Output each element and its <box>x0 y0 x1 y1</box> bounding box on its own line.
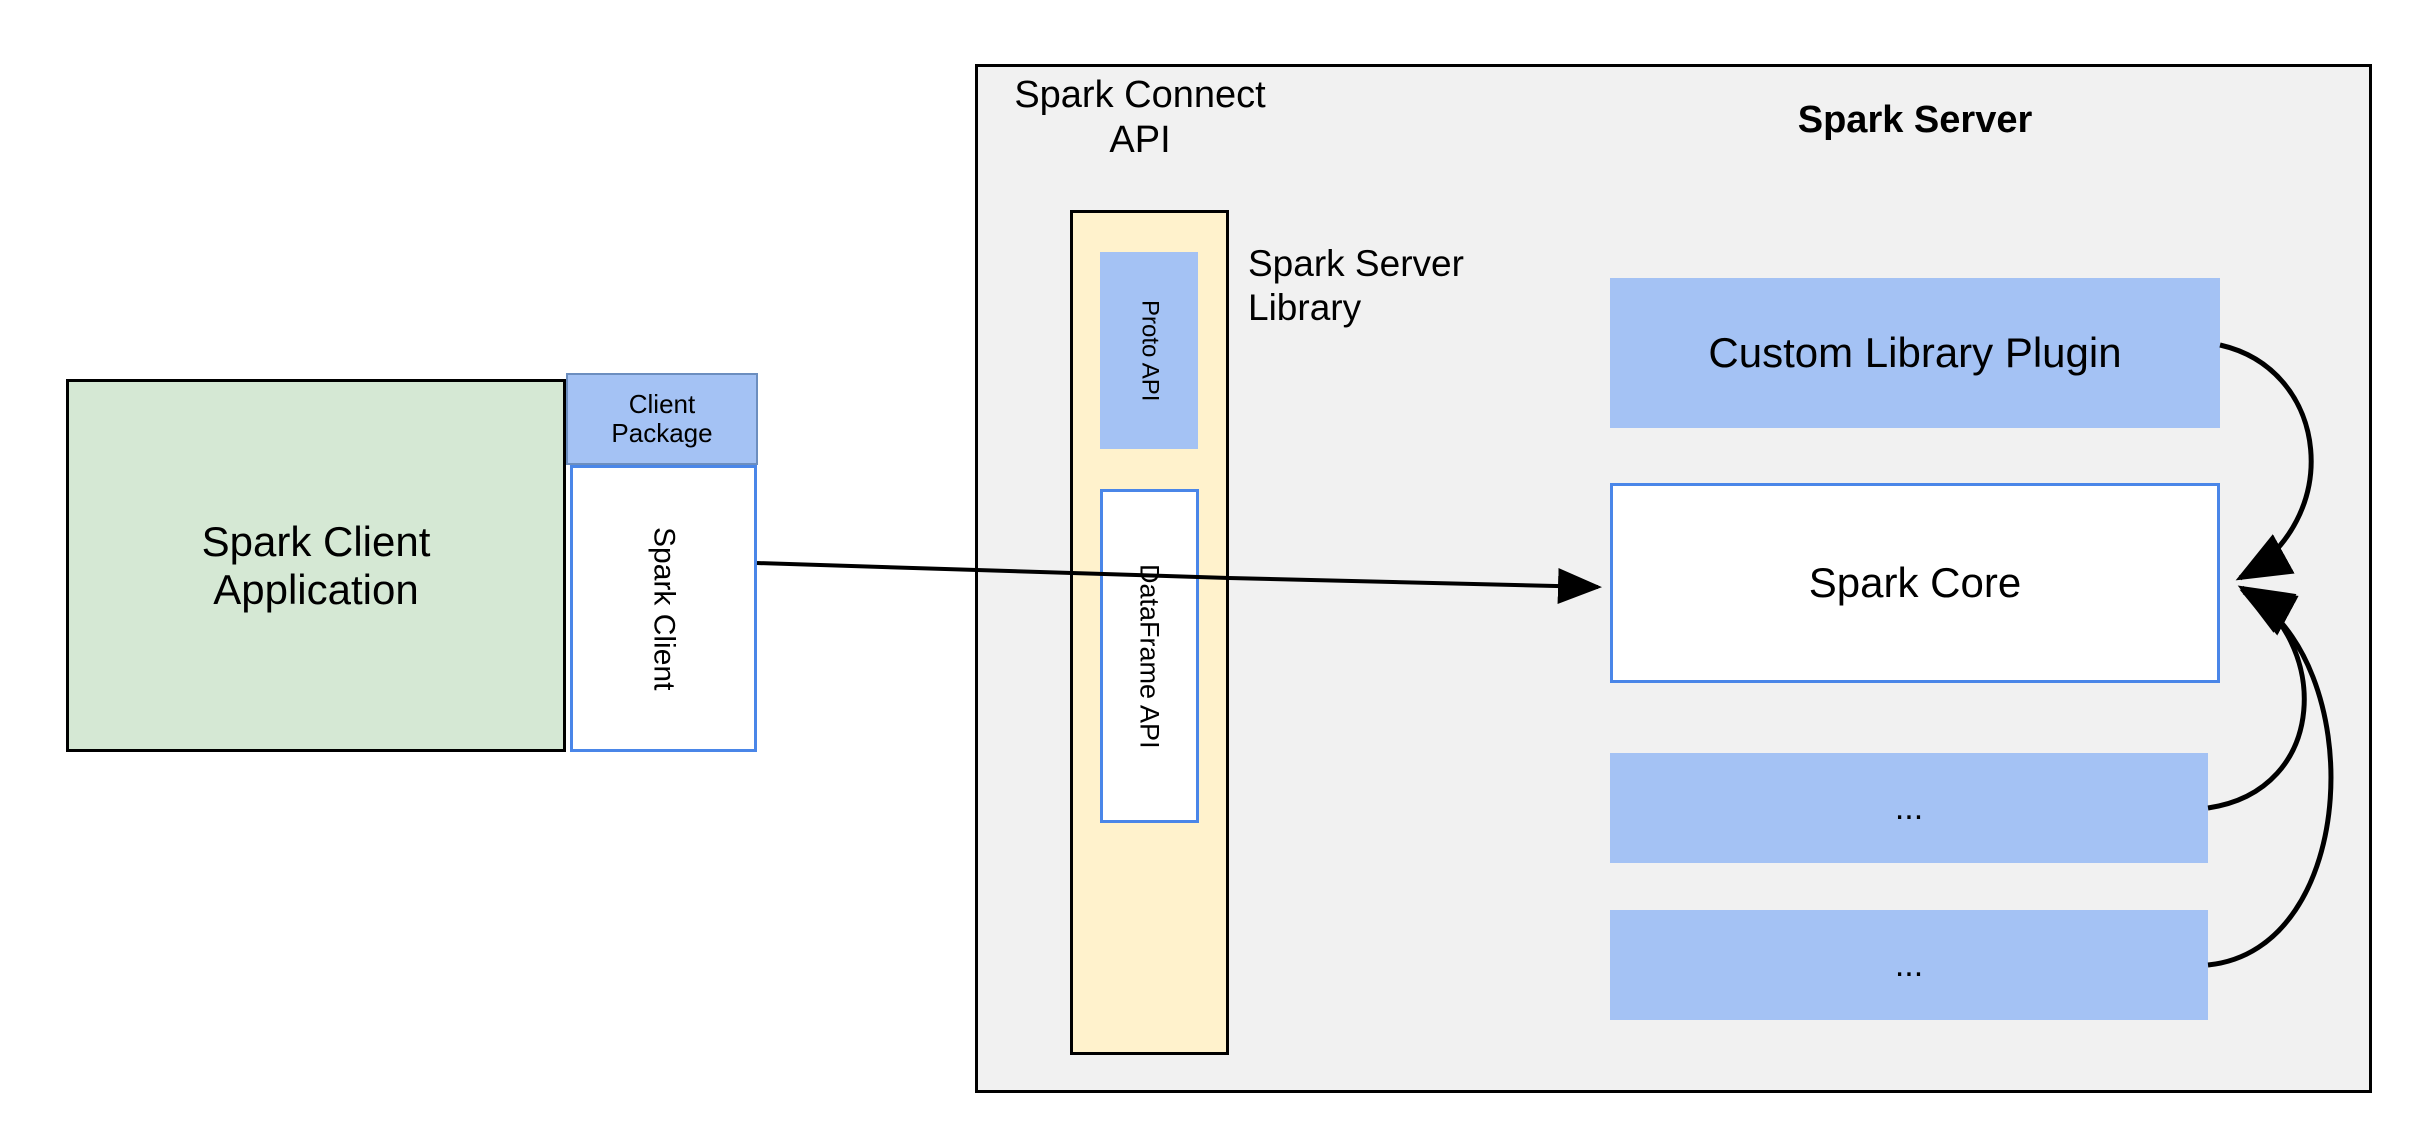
spark-core-box: Spark Core <box>1610 483 2220 683</box>
dataframe-api-box: DataFrame API <box>1100 489 1199 823</box>
spark-server-library-label: Spark Server Library <box>1248 243 1464 328</box>
ellipsis-box-1: ... <box>1610 753 2208 863</box>
spark-client-application-box: Spark Client Application <box>66 379 566 752</box>
spark-connect-api-label: Spark Connect API <box>1014 74 1266 161</box>
spark-server-title: Spark Server <box>1797 98 2033 141</box>
proto-api-label: Proto API <box>1136 299 1164 402</box>
client-package-box: Client Package <box>566 373 758 465</box>
dataframe-api-label: DataFrame API <box>1134 563 1165 749</box>
custom-library-plugin-box: Custom Library Plugin <box>1610 278 2220 428</box>
spark-client-label: Spark Client <box>647 526 681 691</box>
proto-api-box: Proto API <box>1100 252 1198 449</box>
spark-client-box: Spark Client <box>570 465 757 752</box>
ellipsis-box-2: ... <box>1610 910 2208 1020</box>
